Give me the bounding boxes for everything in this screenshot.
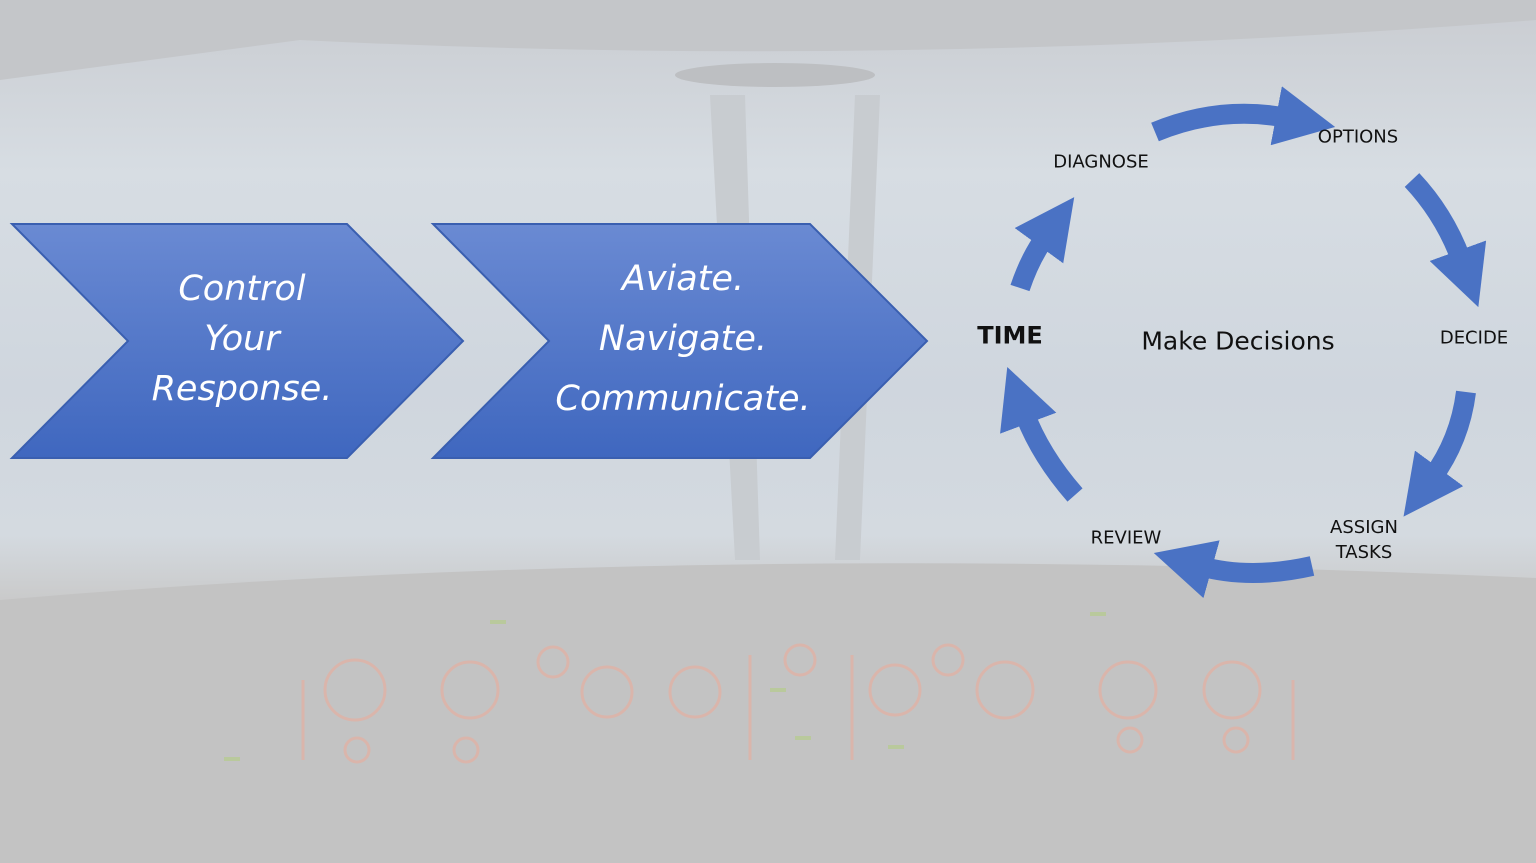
indicator-lights <box>224 612 1106 761</box>
step-assign-line: ASSIGN <box>1330 517 1398 538</box>
chevron-1-line: Control <box>178 269 306 309</box>
center-label: Make Decisions <box>1141 326 1335 356</box>
cycle-arrow-time-diagnose <box>1010 197 1075 292</box>
time-label: TIME <box>977 321 1043 350</box>
chevron-2-line: Communicate. <box>555 379 811 419</box>
step-options: OPTIONS <box>1317 126 1399 148</box>
cycle-arrow-diagnose-options <box>1151 86 1336 146</box>
instrument-panel <box>0 563 1536 863</box>
cycle-arrow-decide-assign <box>1403 390 1476 517</box>
step-diagnose: DIAGNOSE <box>1053 151 1149 173</box>
chevron-1-text: Control Your Response. <box>152 264 333 414</box>
chevron-control-response <box>9 223 465 459</box>
step-review: REVIEW <box>1090 527 1162 549</box>
step-assign-tasks: ASSIGN TASKS <box>1330 515 1398 565</box>
chevron-2-line: Navigate. <box>598 319 768 359</box>
step-tasks-line: TASKS <box>1335 542 1393 563</box>
cockpit-ceiling <box>0 0 1536 80</box>
instrument-dials <box>301 643 1295 764</box>
mirror-mount <box>675 63 875 87</box>
cycle-arrow-review-time <box>1000 367 1083 502</box>
cycle-arrow-options-decide <box>1404 173 1487 308</box>
chevron-1-line: Response. <box>151 369 333 409</box>
chevron-1-line: Your <box>204 319 280 359</box>
cycle-arrow-assign-review <box>1153 540 1315 599</box>
chevron-aviate-navigate <box>430 223 929 459</box>
chevron-2-text: Aviate. Navigate. Communicate. <box>555 249 810 429</box>
step-decide: DECIDE <box>1439 327 1509 349</box>
chevron-2-line: Aviate. <box>621 259 745 299</box>
